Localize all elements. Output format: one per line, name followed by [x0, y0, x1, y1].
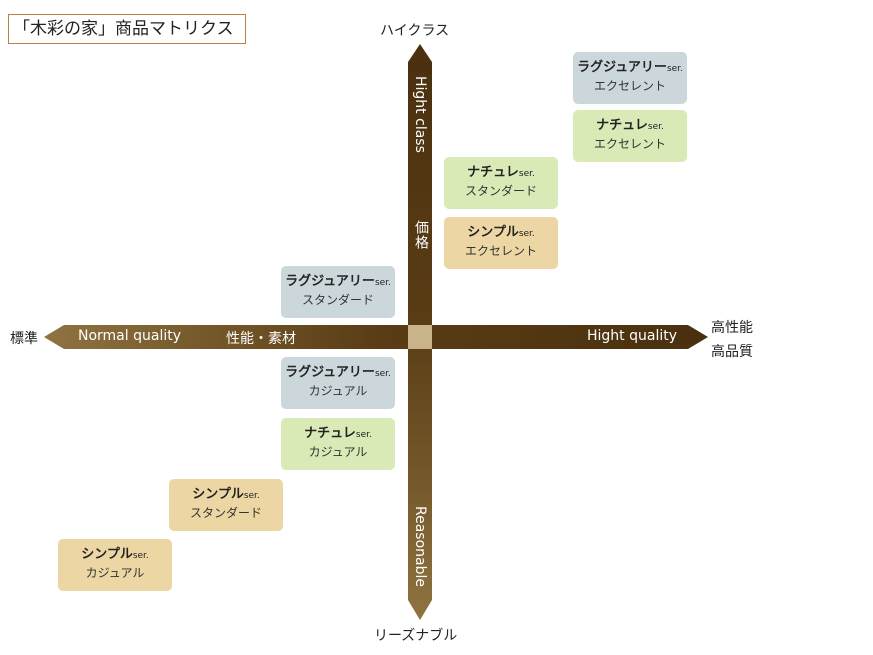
card-name: ナチュレser. — [304, 426, 372, 441]
axis-bottom-label: リーズナブル — [374, 628, 458, 644]
axis-center — [408, 325, 432, 349]
card-natural-excellent: ナチュレser. エクセレント — [573, 110, 687, 162]
card-name: シンプルser. — [467, 225, 535, 240]
axis-up-kanji: 価格 — [413, 220, 429, 250]
axis-left-label: 標準 — [10, 331, 38, 347]
axis-right-label-1: 高性能 — [711, 320, 753, 336]
axis-top-label: ハイクラス — [380, 23, 450, 39]
card-grade: カジュアル — [85, 566, 145, 580]
axis-left-kanji: 性能・素材 — [226, 331, 296, 347]
axis-up-text: Hight class — [412, 76, 428, 153]
card-luxury-excellent: ラグジュアリーser. エクセレント — [573, 52, 687, 104]
axis-down-text: Reasonable — [412, 506, 428, 587]
axis-left-text: Normal quality — [78, 328, 181, 344]
card-natural-casual: ナチュレser. カジュアル — [281, 418, 395, 470]
card-luxury-casual: ラグジュアリーser. カジュアル — [281, 357, 395, 409]
card-name: ラグジュアリーser. — [577, 60, 683, 75]
card-name: シンプルser. — [192, 487, 260, 502]
card-name: ラグジュアリーser. — [285, 365, 391, 380]
card-name: ナチュレser. — [467, 165, 535, 180]
card-grade: エクセレント — [464, 244, 537, 258]
card-grade: エクセレント — [593, 79, 666, 93]
card-luxury-standard: ラグジュアリーser. スタンダード — [281, 266, 395, 318]
horizontal-axis-arrow — [44, 325, 708, 349]
matrix-title: 「木彩の家」商品マトリクス — [8, 14, 246, 44]
card-name: ナチュレser. — [596, 118, 664, 133]
card-grade: カジュアル — [308, 384, 368, 398]
card-grade: スタンダード — [464, 184, 537, 198]
card-natural-standard: ナチュレser. スタンダード — [444, 157, 558, 209]
card-name: シンプルser. — [81, 547, 149, 562]
card-grade: カジュアル — [308, 445, 368, 459]
card-grade: スタンダード — [189, 506, 262, 520]
card-name: ラグジュアリーser. — [285, 274, 391, 289]
card-simple-standard: シンプルser. スタンダード — [169, 479, 283, 531]
card-simple-excellent: シンプルser. エクセレント — [444, 217, 558, 269]
axis-right-label-2: 高品質 — [711, 344, 753, 360]
card-grade: エクセレント — [593, 137, 666, 151]
card-simple-casual: シンプルser. カジュアル — [58, 539, 172, 591]
card-grade: スタンダード — [301, 293, 374, 307]
axis-right-text: Hight quality — [587, 328, 678, 344]
